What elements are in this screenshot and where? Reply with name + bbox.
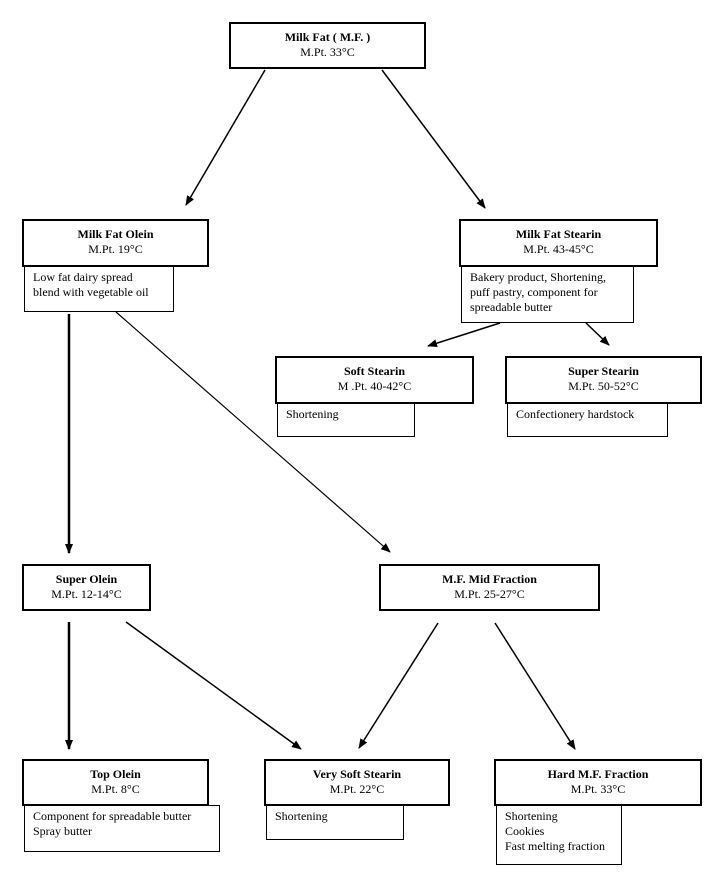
use-line: Component for spreadable butter bbox=[33, 809, 192, 823]
use-line: Low fat dairy spread bbox=[33, 270, 133, 284]
node-title: Super Olein bbox=[55, 572, 118, 586]
use-line: Spray butter bbox=[33, 824, 92, 838]
use-line: Shortening bbox=[286, 407, 339, 421]
node-melting-point: M.Pt. 50-52°C bbox=[568, 379, 639, 393]
uses-milk-fat-stearin: Bakery product, Shortening, puff pastry,… bbox=[461, 266, 634, 323]
use-line: Cookies bbox=[505, 824, 545, 838]
use-line: Shortening bbox=[275, 809, 328, 823]
use-line: spreadable butter bbox=[470, 300, 553, 314]
node-melting-point: M.Pt. 22°C bbox=[329, 782, 385, 796]
node-super-stearin: Super Stearin M.Pt. 50-52°C bbox=[505, 356, 702, 404]
node-soft-stearin: Soft Stearin M .Pt. 40-42°C bbox=[275, 356, 474, 404]
uses-super-stearin: Confectionery hardstock bbox=[507, 403, 668, 437]
node-title: M.F. Mid Fraction bbox=[442, 572, 537, 586]
node-very-soft-stearin: Very Soft Stearin M.Pt. 22°C bbox=[264, 759, 450, 806]
node-milk-fat-olein: Milk Fat Olein M.Pt. 19°C bbox=[22, 219, 209, 267]
node-melting-point: M.Pt. 33°C bbox=[300, 45, 355, 59]
node-title: Hard M.F. Fraction bbox=[547, 767, 649, 781]
arrow-mid-fraction-to-very-soft-stearin bbox=[358, 622, 439, 749]
node-top-olein: Top Olein M.Pt. 8°C bbox=[22, 759, 209, 806]
node-melting-point: M.Pt. 19°C bbox=[88, 242, 143, 256]
use-line: Bakery product, Shortening, bbox=[470, 270, 606, 284]
use-line: Fast melting fraction bbox=[505, 839, 605, 853]
arrow-stearin-to-soft-stearin bbox=[427, 322, 501, 348]
node-milk-fat-stearin: Milk Fat Stearin M.Pt. 43-45°C bbox=[459, 219, 658, 267]
node-title: Very Soft Stearin bbox=[312, 767, 402, 781]
arrow-milk-fat-to-olein bbox=[185, 69, 266, 206]
node-title: Milk Fat ( M.F. ) bbox=[284, 30, 371, 44]
node-super-olein: Super Olein M.Pt. 12-14°C bbox=[22, 564, 151, 611]
uses-milk-fat-olein: Low fat dairy spread blend with vegetabl… bbox=[24, 266, 174, 312]
arrow-stearin-to-super-stearin bbox=[585, 322, 610, 346]
node-melting-point: M .Pt. 40-42°C bbox=[337, 379, 412, 393]
node-title: Milk Fat Olein bbox=[77, 227, 154, 241]
uses-hard-fraction: Shortening Cookies Fast melting fraction bbox=[496, 805, 622, 865]
use-line: Confectionery hardstock bbox=[516, 407, 635, 421]
node-mid-fraction: M.F. Mid Fraction M.Pt. 25-27°C bbox=[379, 564, 600, 611]
node-title: Super Stearin bbox=[568, 364, 639, 378]
node-milk-fat: Milk Fat ( M.F. ) M.Pt. 33°C bbox=[229, 22, 426, 69]
arrow-super-olein-to-very-soft-stearin bbox=[125, 621, 302, 750]
arrow-mid-fraction-to-hard-fraction bbox=[494, 622, 576, 750]
node-title: Milk Fat Stearin bbox=[515, 227, 602, 241]
node-title: Top Olein bbox=[90, 767, 141, 781]
node-melting-point: M.Pt. 25-27°C bbox=[454, 587, 525, 601]
arrow-milk-fat-to-stearin bbox=[381, 69, 486, 209]
node-title: Soft Stearin bbox=[344, 364, 405, 378]
use-line: Shortening bbox=[505, 809, 558, 823]
uses-top-olein: Component for spreadable butter Spray bu… bbox=[24, 805, 220, 852]
uses-soft-stearin: Shortening bbox=[277, 403, 415, 437]
node-hard-fraction: Hard M.F. Fraction M.Pt. 33°C bbox=[494, 759, 702, 806]
node-melting-point: M.Pt. 33°C bbox=[570, 782, 626, 796]
uses-very-soft-stearin: Shortening bbox=[266, 805, 404, 840]
arrow-olein-to-mid-fraction bbox=[115, 311, 391, 553]
use-line: blend with vegetable oil bbox=[33, 285, 149, 299]
node-melting-point: M.Pt. 8°C bbox=[91, 782, 140, 796]
node-melting-point: M.Pt. 43-45°C bbox=[523, 242, 594, 256]
node-melting-point: M.Pt. 12-14°C bbox=[51, 587, 122, 601]
use-line: puff pastry, component for bbox=[470, 285, 598, 299]
